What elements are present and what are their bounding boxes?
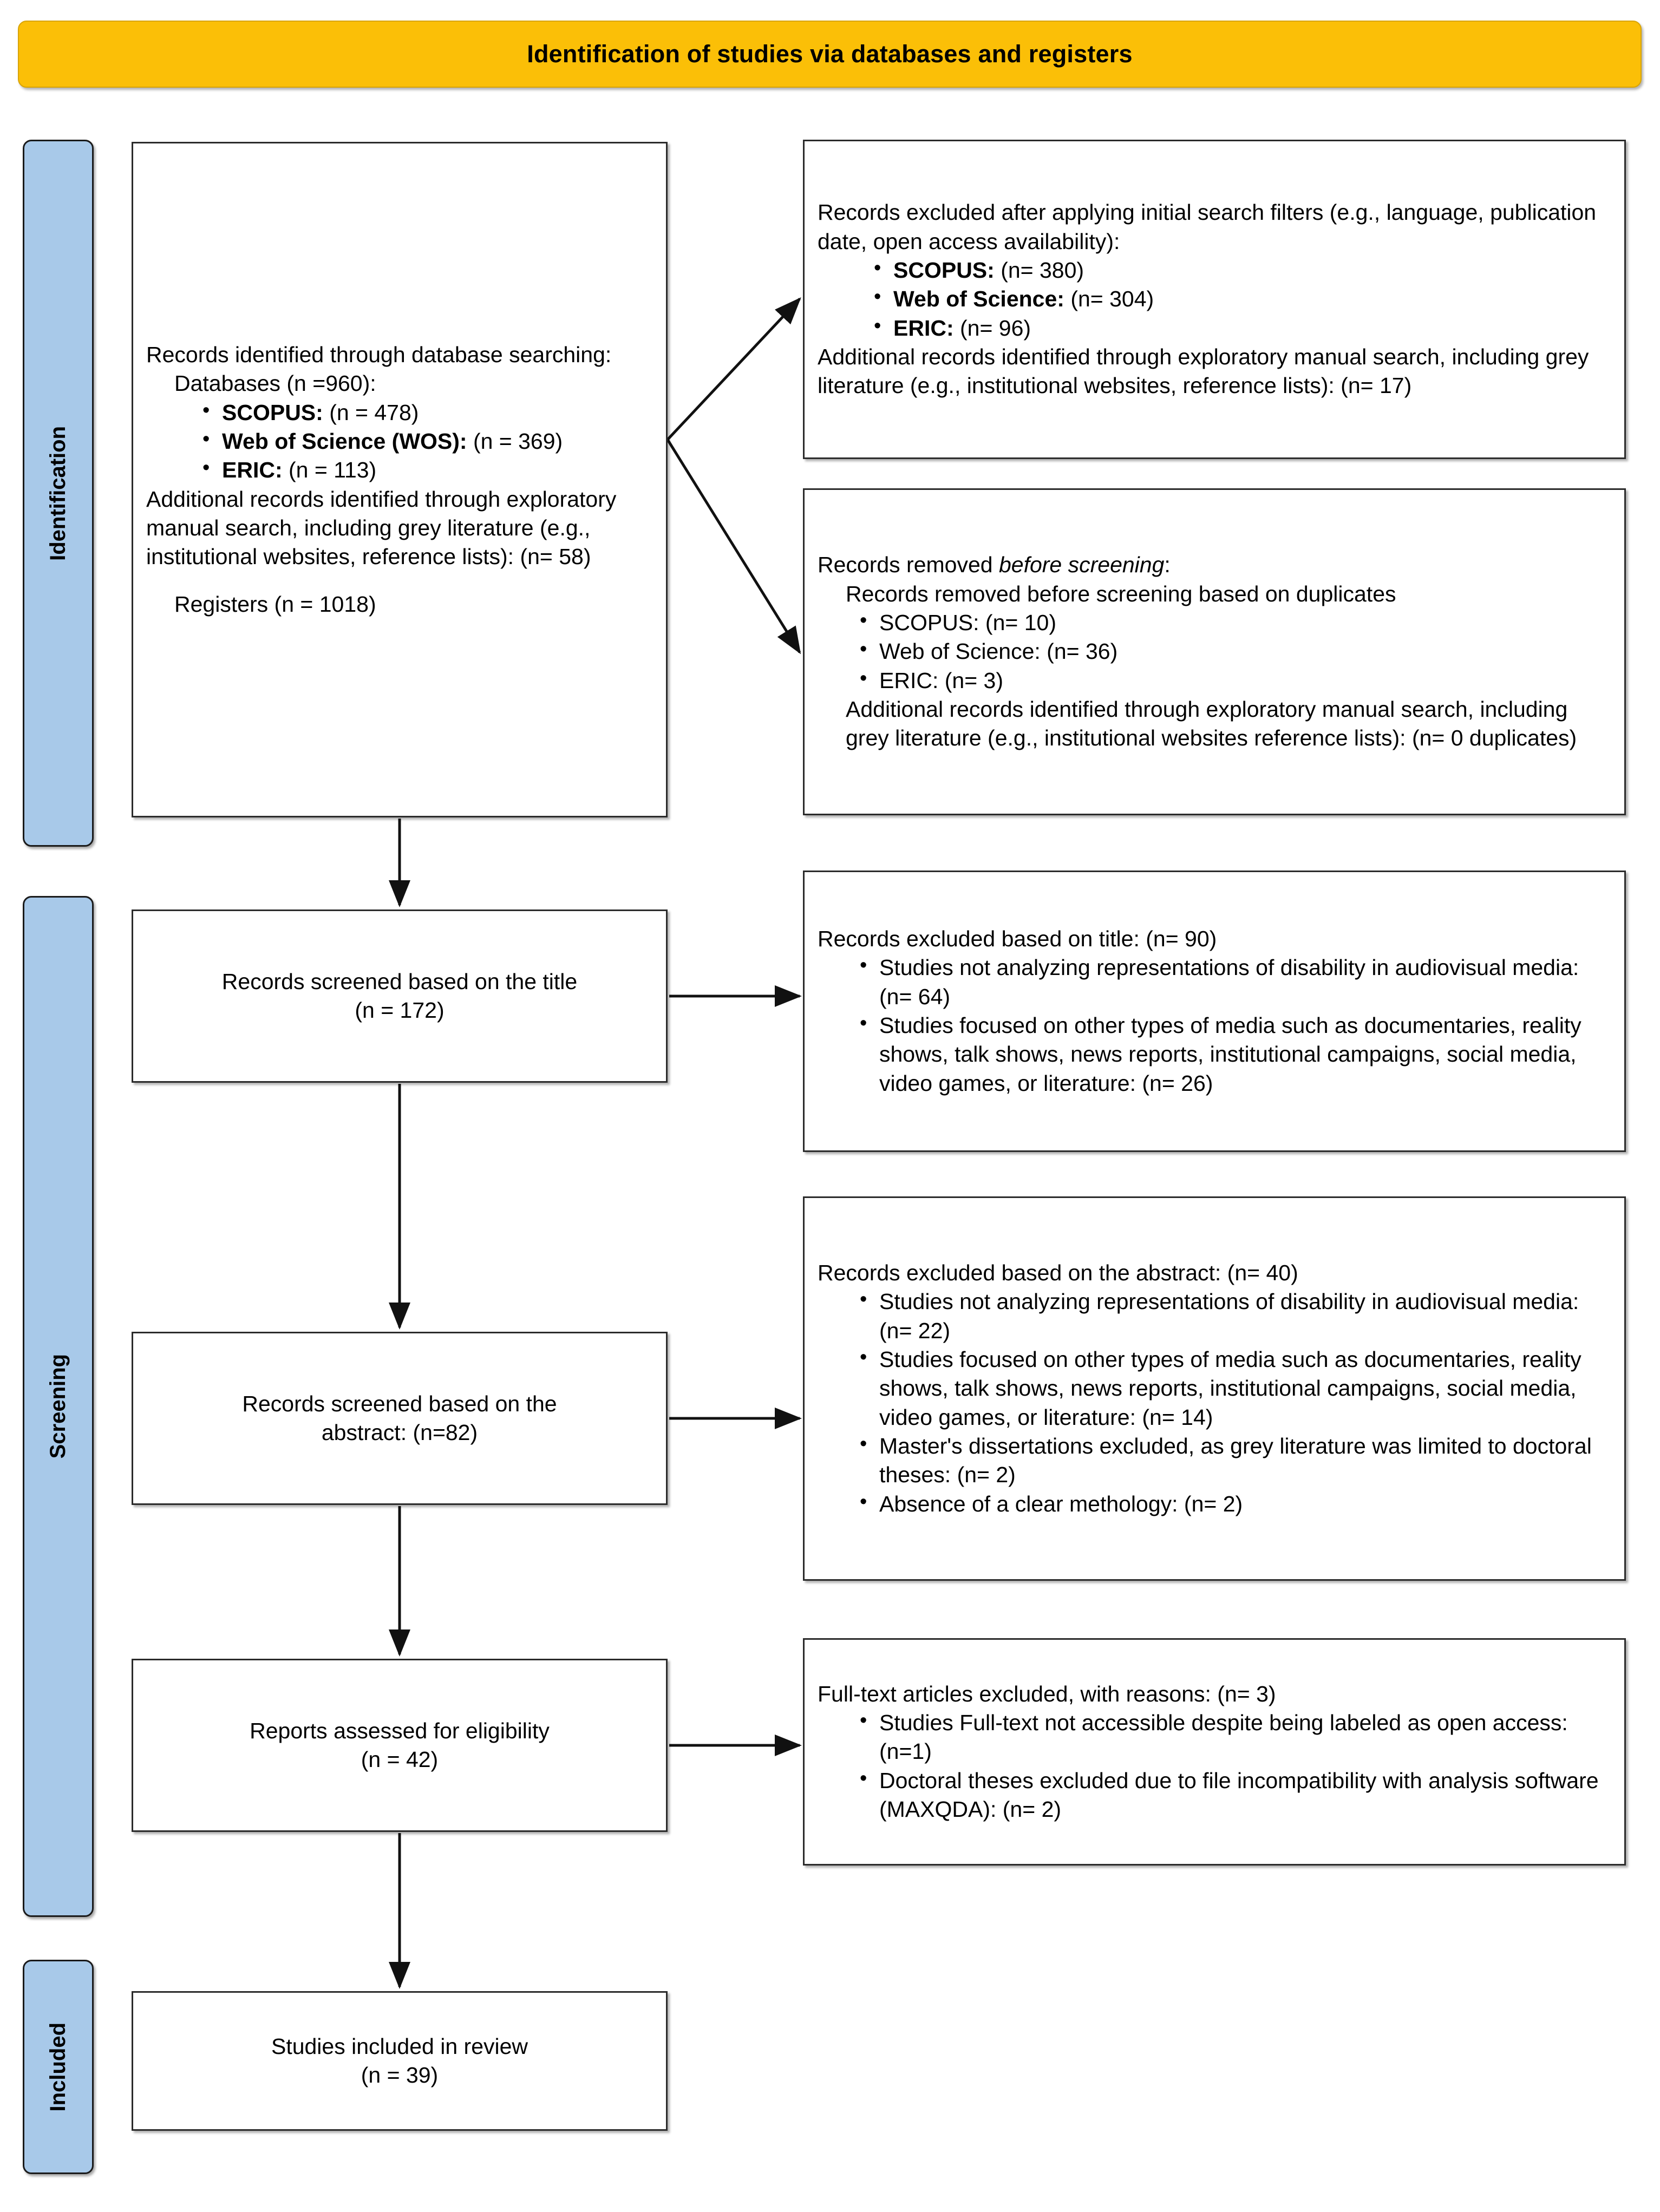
list-item: Studies Full-text not accessible despite… [860,1707,1611,1766]
box-records-removed-before-screening: Records removed before screening: Record… [803,488,1626,815]
excluded-title-bullets: Studies not analyzing representations of… [818,952,1611,1098]
list-item: ERIC: (n = 113) [202,455,653,485]
stage-label-identification: Identification [46,426,70,561]
excluded-title-lead: Records excluded based on title: (n= 90) [818,926,1217,952]
list-item: ERIC: (n= 3) [860,665,1611,695]
list-item: Master's dissertations excluded, as grey… [860,1431,1611,1490]
list-item: Studies focused on other types of media … [860,1344,1611,1432]
box-reports-assessed-eligibility: Reports assessed for eligibility (n = 42… [132,1659,668,1832]
stage-bar-screening: Screening [23,896,94,1917]
screened-title-line2: (n = 172) [355,998,445,1023]
list-item: SCOPUS: (n= 10) [860,607,1611,637]
box-excluded-by-title: Records excluded based on title: (n= 90)… [803,871,1626,1152]
records-identified-lead: Records identified through database sear… [146,342,612,368]
removed-before-bullets: SCOPUS: (n= 10) Web of Science: (n= 36) … [818,607,1611,695]
list-item: Doctoral theses excluded due to file inc… [860,1765,1611,1824]
box-records-identified: Records identified through database sear… [132,142,668,817]
included-line1: Studies included in review [271,2033,528,2059]
removed-before-lead: Records removed before screening: [818,552,1171,578]
removed-before-sub: Records removed before screening based o… [846,581,1396,606]
screened-abstract-line2: abstract: (n=82) [321,1420,478,1445]
box-records-screened-abstract: Records screened based on the abstract: … [132,1332,668,1505]
eligibility-line1: Reports assessed for eligibility [250,1718,550,1743]
records-identified-bullets: SCOPUS: (n = 478) Web of Science (WOS): … [146,397,653,485]
excluded-filters-lead: Records excluded after applying initial … [818,200,1597,254]
list-item: Web of Science: (n= 304) [874,284,1611,313]
list-item: ERIC: (n= 96) [874,313,1611,343]
list-item: Absence of a clear methology: (n= 2) [860,1489,1611,1519]
box-excluded-by-abstract: Records excluded based on the abstract: … [803,1196,1626,1581]
excluded-filters-bullets: SCOPUS: (n= 380) Web of Science: (n= 304… [818,255,1611,343]
diagram-title-banner: Identification of studies via databases … [18,21,1642,88]
stage-bar-identification: Identification [23,140,94,847]
excluded-abstract-bullets: Studies not analyzing representations of… [818,1286,1611,1519]
excluded-filters-note: Additional records identified through ex… [818,344,1589,398]
excluded-abstract-lead: Records excluded based on the abstract: … [818,1260,1298,1286]
removed-before-note: Additional records identified through ex… [846,696,1577,751]
records-identified-manual-note: Additional records identified through ex… [146,486,617,570]
list-item: Studies focused on other types of media … [860,1010,1611,1098]
stage-bar-included: Included [23,1960,94,2174]
records-identified-databases: Databases (n =960): [174,371,376,396]
stage-label-screening: Screening [46,1354,70,1459]
list-item: Studies not analyzing representations of… [860,1286,1611,1345]
box-excluded-initial-filters: Records excluded after applying initial … [803,140,1626,459]
stage-label-included: Included [46,2022,70,2112]
list-item: Studies not analyzing representations of… [860,952,1611,1011]
excluded-fulltext-bullets: Studies Full-text not accessible despite… [818,1707,1611,1824]
list-item: SCOPUS: (n = 478) [202,397,653,427]
list-item: SCOPUS: (n= 380) [874,255,1611,285]
records-identified-registers: Registers (n = 1018) [174,591,376,617]
excluded-fulltext-lead: Full-text articles excluded, with reason… [818,1681,1276,1706]
page-title: Identification of studies via databases … [527,40,1133,68]
box-records-screened-title: Records screened based on the title (n =… [132,909,668,1083]
screened-abstract-line1: Records screened based on the [242,1391,557,1416]
box-fulltext-excluded: Full-text articles excluded, with reason… [803,1638,1626,1866]
eligibility-line2: (n = 42) [361,1747,439,1772]
included-line2: (n = 39) [361,2063,439,2087]
list-item: Web of Science: (n= 36) [860,636,1611,666]
box-studies-included-in-review: Studies included in review (n = 39) [132,1991,668,2131]
list-item: Web of Science (WOS): (n = 369) [202,426,653,456]
screened-title-line1: Records screened based on the title [221,968,578,994]
